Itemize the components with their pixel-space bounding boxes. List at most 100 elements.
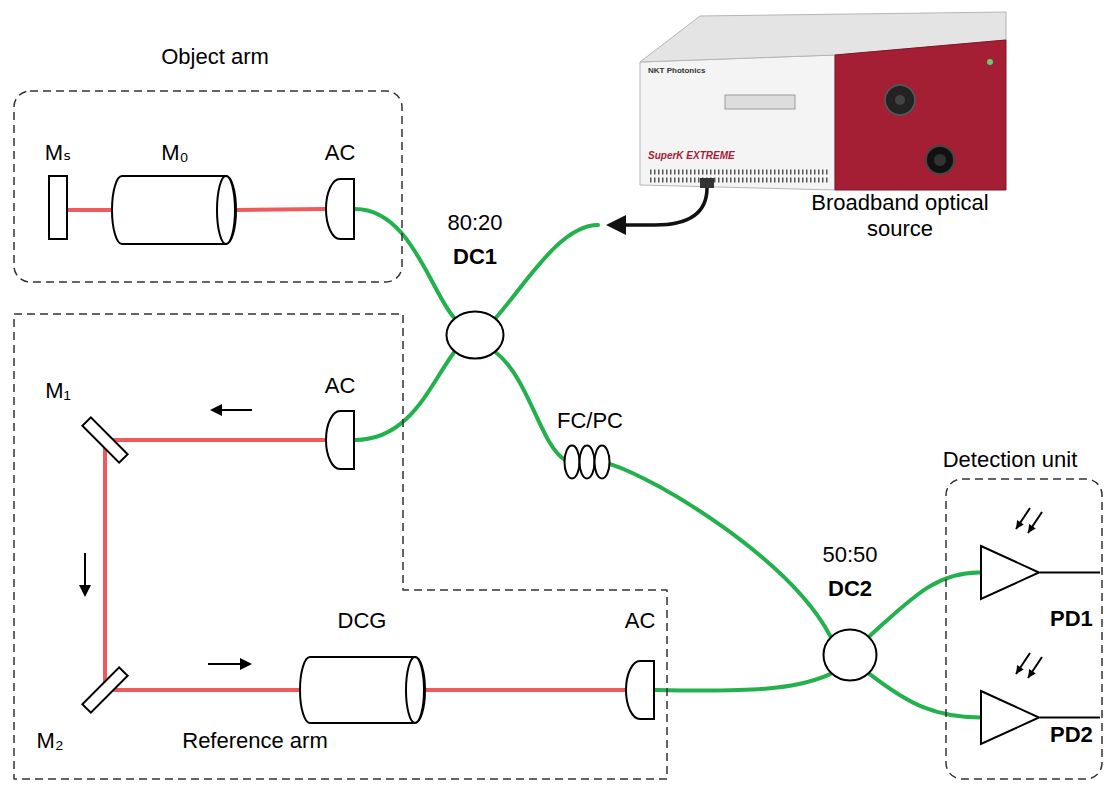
paddle — [595, 446, 610, 479]
arrow-head — [79, 585, 91, 597]
output-wire — [1040, 717, 1100, 719]
component-label: Broadband optical source — [790, 190, 1010, 242]
direction-arrow — [84, 553, 86, 585]
collimator: AC — [318, 135, 362, 245]
optical-fiber — [870, 674, 980, 717]
component-label: PD1 — [1050, 606, 1093, 632]
device-cable — [624, 188, 707, 225]
component-label: Mₛ — [45, 140, 72, 166]
device-led — [987, 59, 993, 65]
component-label: DC1 — [453, 244, 497, 270]
arrow-head — [1016, 665, 1024, 674]
light-beam — [105, 688, 300, 692]
light-arrow — [1028, 657, 1042, 678]
dashed-outline — [946, 479, 1102, 779]
light-arrow — [1016, 653, 1030, 674]
detector-triangle — [981, 691, 1039, 744]
paddle — [580, 446, 595, 479]
mirror-symbol — [78, 663, 132, 717]
component-label: FC/PC — [557, 408, 623, 434]
group-box: Reference arm AC M₁ M₂ DCG AC — [13, 313, 668, 780]
device-vent — [650, 170, 830, 175]
cylinder-body — [112, 176, 236, 244]
collimator-lens — [326, 179, 354, 239]
photodetector: PD1 — [975, 500, 1105, 640]
detector-symbol — [980, 545, 1040, 600]
cylinder-face — [406, 657, 424, 723]
collimator-lens — [326, 411, 354, 469]
detector-triangle — [981, 546, 1039, 599]
optical-fiber — [870, 572, 980, 635]
group-box: Detection unitPD1PD2 — [940, 445, 1103, 780]
fiber-coupler: 50:50DC2 — [810, 540, 890, 685]
mirror: Mₛ — [40, 135, 76, 245]
ratio-label: 50:50 — [822, 542, 877, 568]
component-label: M₂ — [37, 728, 64, 754]
grating: DCG — [295, 605, 430, 726]
light-beam — [425, 688, 625, 692]
optical-fiber — [610, 464, 831, 636]
group-box: Object armMₛ M₀ AC — [13, 40, 403, 283]
component-label: DC2 — [828, 576, 872, 602]
device-panel — [835, 40, 1006, 190]
mirror-plate — [82, 417, 127, 462]
device-connector — [700, 178, 714, 188]
coupler-body — [447, 312, 504, 359]
device-knob — [885, 85, 915, 115]
optical-fiber — [355, 209, 454, 317]
mirror-plate — [49, 176, 67, 239]
paddle — [565, 446, 580, 479]
component-label: Object arm — [161, 44, 269, 70]
cylinder-body — [300, 657, 425, 723]
arrow-head — [1016, 520, 1024, 529]
collimator-symbol — [625, 660, 655, 720]
mirror: M₁ — [38, 375, 138, 469]
component-label: PD2 — [1050, 722, 1093, 748]
dashed-outline — [14, 314, 667, 779]
component-label: AC — [325, 373, 356, 399]
direction-arrow — [208, 663, 240, 665]
component-label: M₀ — [161, 140, 188, 166]
device-front — [640, 55, 835, 190]
collimator: AC — [318, 370, 362, 472]
light-beam — [103, 440, 107, 690]
device-knob — [895, 95, 905, 105]
optical-fiber — [496, 353, 565, 461]
arrow-head — [1028, 669, 1036, 678]
polarization-controller: FC/PC — [548, 405, 638, 485]
optical-fiber — [496, 225, 598, 317]
output-wire — [1040, 572, 1100, 574]
arrow-head — [210, 404, 222, 416]
mirror-symbol — [78, 413, 132, 467]
light-source: Broadband optical source — [598, 0, 1015, 250]
lens-cylinder — [112, 175, 236, 245]
device-knob — [926, 146, 954, 174]
device-label: NKT Photonics — [648, 67, 705, 76]
device-vent — [650, 178, 830, 183]
coupler-symbol — [822, 628, 878, 682]
light-beam — [236, 209, 325, 210]
cylinder-face — [217, 176, 235, 244]
component-label: DCG — [338, 608, 387, 634]
optical-fiber — [655, 674, 830, 691]
collimator-symbol — [325, 410, 355, 470]
device-knob — [934, 154, 946, 166]
optical-fiber — [355, 353, 454, 440]
component-label: M₁ — [45, 378, 71, 404]
component-label: AC — [325, 140, 356, 166]
light-beam — [105, 438, 325, 442]
light-beam — [68, 208, 112, 212]
mirror-plate — [82, 667, 127, 712]
fiber-coupler: 80:20DC1 — [435, 208, 515, 363]
collimator-lens — [626, 661, 654, 719]
collimator-symbol — [325, 178, 355, 240]
ratio-label: 80:20 — [447, 210, 502, 236]
direction-arrow — [220, 409, 252, 411]
collimator: AC — [618, 605, 662, 725]
dashed-outline — [14, 91, 402, 282]
arrow-head — [240, 658, 252, 670]
detector-symbol — [980, 690, 1040, 745]
photodetector: PD2 — [975, 650, 1105, 760]
component-label: Reference arm — [182, 728, 328, 754]
